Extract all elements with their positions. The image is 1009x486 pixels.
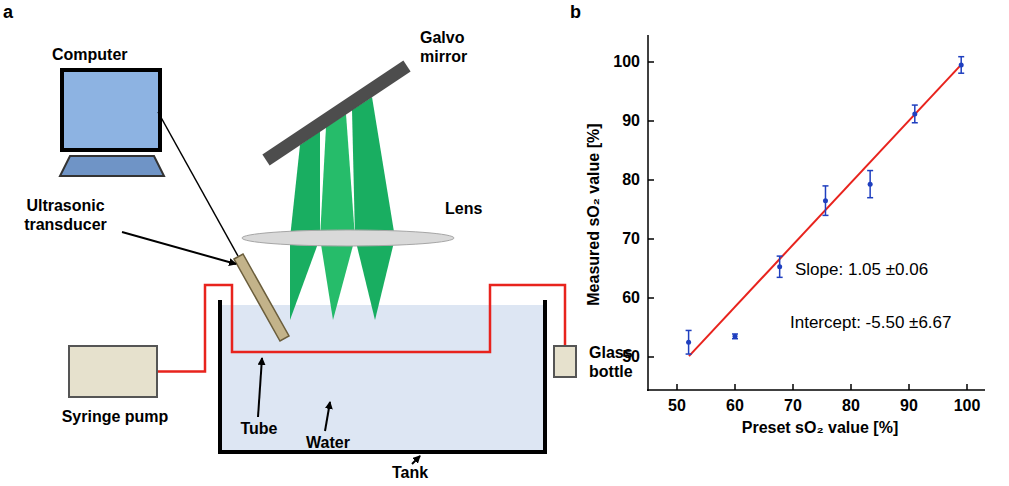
tick-label: 80 <box>598 170 640 189</box>
y-axis <box>647 35 649 391</box>
laser-beam <box>320 238 355 320</box>
part-name: Tank <box>392 463 442 482</box>
part-name: Lens <box>445 199 505 218</box>
tick-label: 90 <box>598 111 640 130</box>
tick <box>648 356 654 358</box>
data-point <box>777 264 782 269</box>
laser-beam <box>352 97 395 238</box>
error-cap <box>867 170 873 172</box>
error-cap <box>822 215 828 217</box>
error-cap <box>867 197 873 199</box>
part-name: Ultrasonic transducer <box>8 196 123 234</box>
pump-box: Syringe pump <box>68 345 158 398</box>
tick-label: 70 <box>771 396 815 415</box>
tick-label: 60 <box>713 396 757 415</box>
tick <box>676 384 678 390</box>
data-points <box>686 57 965 354</box>
laser-beam <box>355 238 395 320</box>
error-cap <box>686 353 692 355</box>
error-cap <box>958 72 964 74</box>
tick <box>908 384 910 390</box>
error-cap <box>912 122 918 124</box>
tick <box>792 384 794 390</box>
cable <box>158 112 238 256</box>
x-axis <box>647 389 985 391</box>
error-cap <box>686 330 692 332</box>
water <box>222 305 543 451</box>
node-label: Syringe pump <box>55 407 175 426</box>
leader-arrow <box>325 402 330 431</box>
error-cap <box>822 185 828 187</box>
axis-ticks <box>648 62 967 390</box>
leader-arrow <box>412 456 420 464</box>
fit-line <box>689 65 961 356</box>
ultrasonic-transducer <box>234 254 289 341</box>
tick <box>648 179 654 181</box>
tick <box>734 384 736 390</box>
bottle-box: Glass bottle <box>553 345 577 378</box>
leader-arrow <box>258 358 262 417</box>
lens <box>242 230 454 246</box>
laptop-keyboard <box>60 156 164 176</box>
part-name: Computer <box>52 45 172 64</box>
tank-wall <box>220 300 545 452</box>
tick <box>648 61 654 63</box>
tick <box>966 384 968 390</box>
part-name: Galvo mirror <box>420 28 490 66</box>
data-point <box>733 334 738 339</box>
tick-label: 80 <box>829 396 873 415</box>
tick <box>648 297 654 299</box>
error-cap <box>777 277 783 279</box>
tick-label: 100 <box>598 52 640 71</box>
fit-annotation: Slope: 1.05 ±0.06 <box>795 260 995 280</box>
laser-beam <box>290 238 320 320</box>
tick-label: 100 <box>945 396 989 415</box>
part-name: Water <box>298 433 358 452</box>
tube-connector <box>158 285 565 372</box>
tick-label: 50 <box>655 396 699 415</box>
tick <box>850 384 852 390</box>
data-point <box>823 198 828 203</box>
tick-label: 70 <box>598 229 640 248</box>
tick-label: 90 <box>887 396 931 415</box>
tick <box>648 238 654 240</box>
part-name: Tube <box>234 419 284 438</box>
fit-annotation: Intercept: -5.50 ±6.67 <box>790 313 1000 333</box>
axis-title: Preset sO₂ value [%] <box>700 418 940 437</box>
error-cap <box>912 104 918 106</box>
laptop-screen <box>62 70 160 150</box>
error-cap <box>958 56 964 58</box>
data-point <box>868 182 873 187</box>
tick <box>648 120 654 122</box>
laser-beam <box>320 114 355 238</box>
tick-label: 60 <box>598 288 640 307</box>
panel-letter: a <box>3 2 23 24</box>
panel-letter: b <box>570 2 590 24</box>
data-point <box>686 340 691 345</box>
leader-arrow <box>122 232 236 264</box>
error-cap <box>777 255 783 257</box>
galvo-mirror <box>266 66 407 160</box>
axis-title: Measured sO₂ value [%] <box>584 65 603 365</box>
data-point <box>912 111 917 116</box>
node-label: Glass bottle <box>589 343 649 381</box>
data-point <box>959 62 964 67</box>
